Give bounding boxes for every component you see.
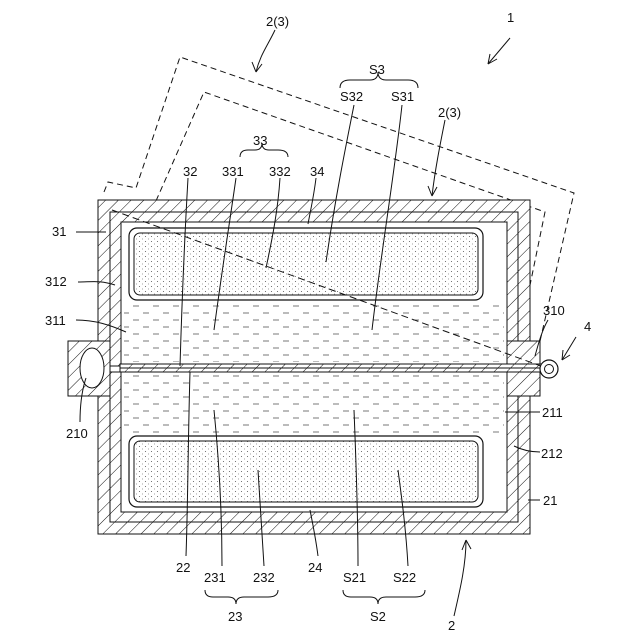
hinge-pin: [545, 365, 554, 374]
lower-electrolyte-S21: [124, 375, 504, 435]
label-211: 211: [542, 405, 563, 420]
label-31: 31: [52, 224, 66, 239]
label-1: 1: [507, 10, 514, 25]
label-312: 312: [45, 274, 67, 289]
label-212: 212: [541, 446, 563, 461]
label-S2: S2: [370, 609, 386, 624]
label-2-3-right: 2(3): [438, 105, 461, 120]
label-S32: S32: [340, 89, 363, 104]
label-310: 310: [543, 303, 565, 318]
leader-1: [488, 38, 510, 64]
label-4: 4: [584, 319, 591, 334]
brace-S2: [343, 590, 425, 604]
label-231: 231: [204, 570, 226, 585]
label-23: 23: [228, 609, 242, 624]
leader-2-bottom: [454, 540, 466, 616]
label-332: 332: [269, 164, 291, 179]
label-331: 331: [222, 164, 244, 179]
leader-310: [535, 320, 548, 356]
left-opening: [80, 348, 104, 388]
label-232: 232: [253, 570, 275, 585]
label-2-bottom: 2: [448, 618, 455, 633]
label-S31: S31: [391, 89, 414, 104]
brace-23: [205, 590, 278, 604]
leader-4: [562, 337, 576, 360]
lower-electrode-core: [134, 441, 478, 502]
label-210: 210: [66, 426, 88, 441]
leader-2-bottom-arrow: [462, 540, 471, 550]
label-32: 32: [183, 164, 197, 179]
label-34: 34: [310, 164, 324, 179]
leader-2-3-right: [432, 120, 445, 196]
label-22: 22: [176, 560, 190, 575]
label-S3: S3: [369, 62, 385, 77]
leader-2-3-top: [256, 30, 275, 72]
label-24: 24: [308, 560, 322, 575]
upper-electrode-core: [134, 233, 478, 295]
label-2-3-top: 2(3): [266, 14, 289, 29]
label-311: 311: [45, 313, 66, 328]
label-33: 33: [253, 133, 267, 148]
label-S22: S22: [393, 570, 416, 585]
label-S21: S21: [343, 570, 366, 585]
label-21: 21: [543, 493, 557, 508]
